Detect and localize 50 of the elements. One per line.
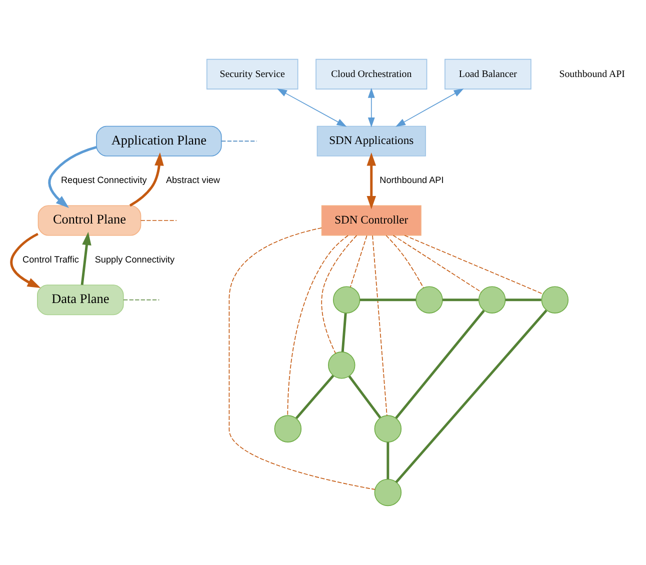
connector [287,235,348,416]
node-circle [541,286,569,314]
connector [386,235,424,288]
label: Southbound API [559,68,625,80]
node-box: Control Plane [38,205,142,236]
node-circle [274,415,302,442]
connector [392,234,482,292]
connector [505,298,542,302]
connector [386,442,390,480]
connector [341,313,347,352]
arrow [80,232,92,286]
connector [140,220,177,221]
arrow [366,152,376,210]
node-box: SDN Applications [316,126,426,156]
arrow [10,232,41,288]
connector [123,299,160,300]
edge-label: Control Traffic [22,254,79,264]
node-circle [478,286,506,314]
arrow [129,152,164,207]
edge-label: Supply Connectivity [94,254,175,264]
connector [360,298,416,302]
node-circle [374,415,402,442]
node-box: SDN Controller [321,205,422,236]
node-circle [416,286,443,314]
connector [221,140,258,142]
connector [348,375,382,418]
connector [350,235,368,288]
connector [228,227,376,490]
arrow [368,88,375,128]
arrow [277,88,347,127]
connector [395,310,548,483]
edge-label: Northbound API [380,175,444,186]
node-box: Cloud Orchestration [316,58,428,90]
arrow [396,88,464,127]
node-box: Load Balancer [444,58,532,90]
connector [395,310,485,419]
connector [372,235,388,416]
node-box: Application Plane [96,126,222,156]
edge-label: Request Connectivity [60,175,147,186]
connector [321,235,358,354]
connector [442,298,479,302]
node-circle [332,286,360,314]
connector [404,234,544,294]
node-circle [328,352,356,379]
node-circle [374,478,402,506]
edge-label: Abstract view [166,175,220,186]
connector [295,374,334,419]
node-box: Data Plane [37,284,124,316]
arrow [48,146,97,208]
node-box: Security Service [206,58,298,90]
